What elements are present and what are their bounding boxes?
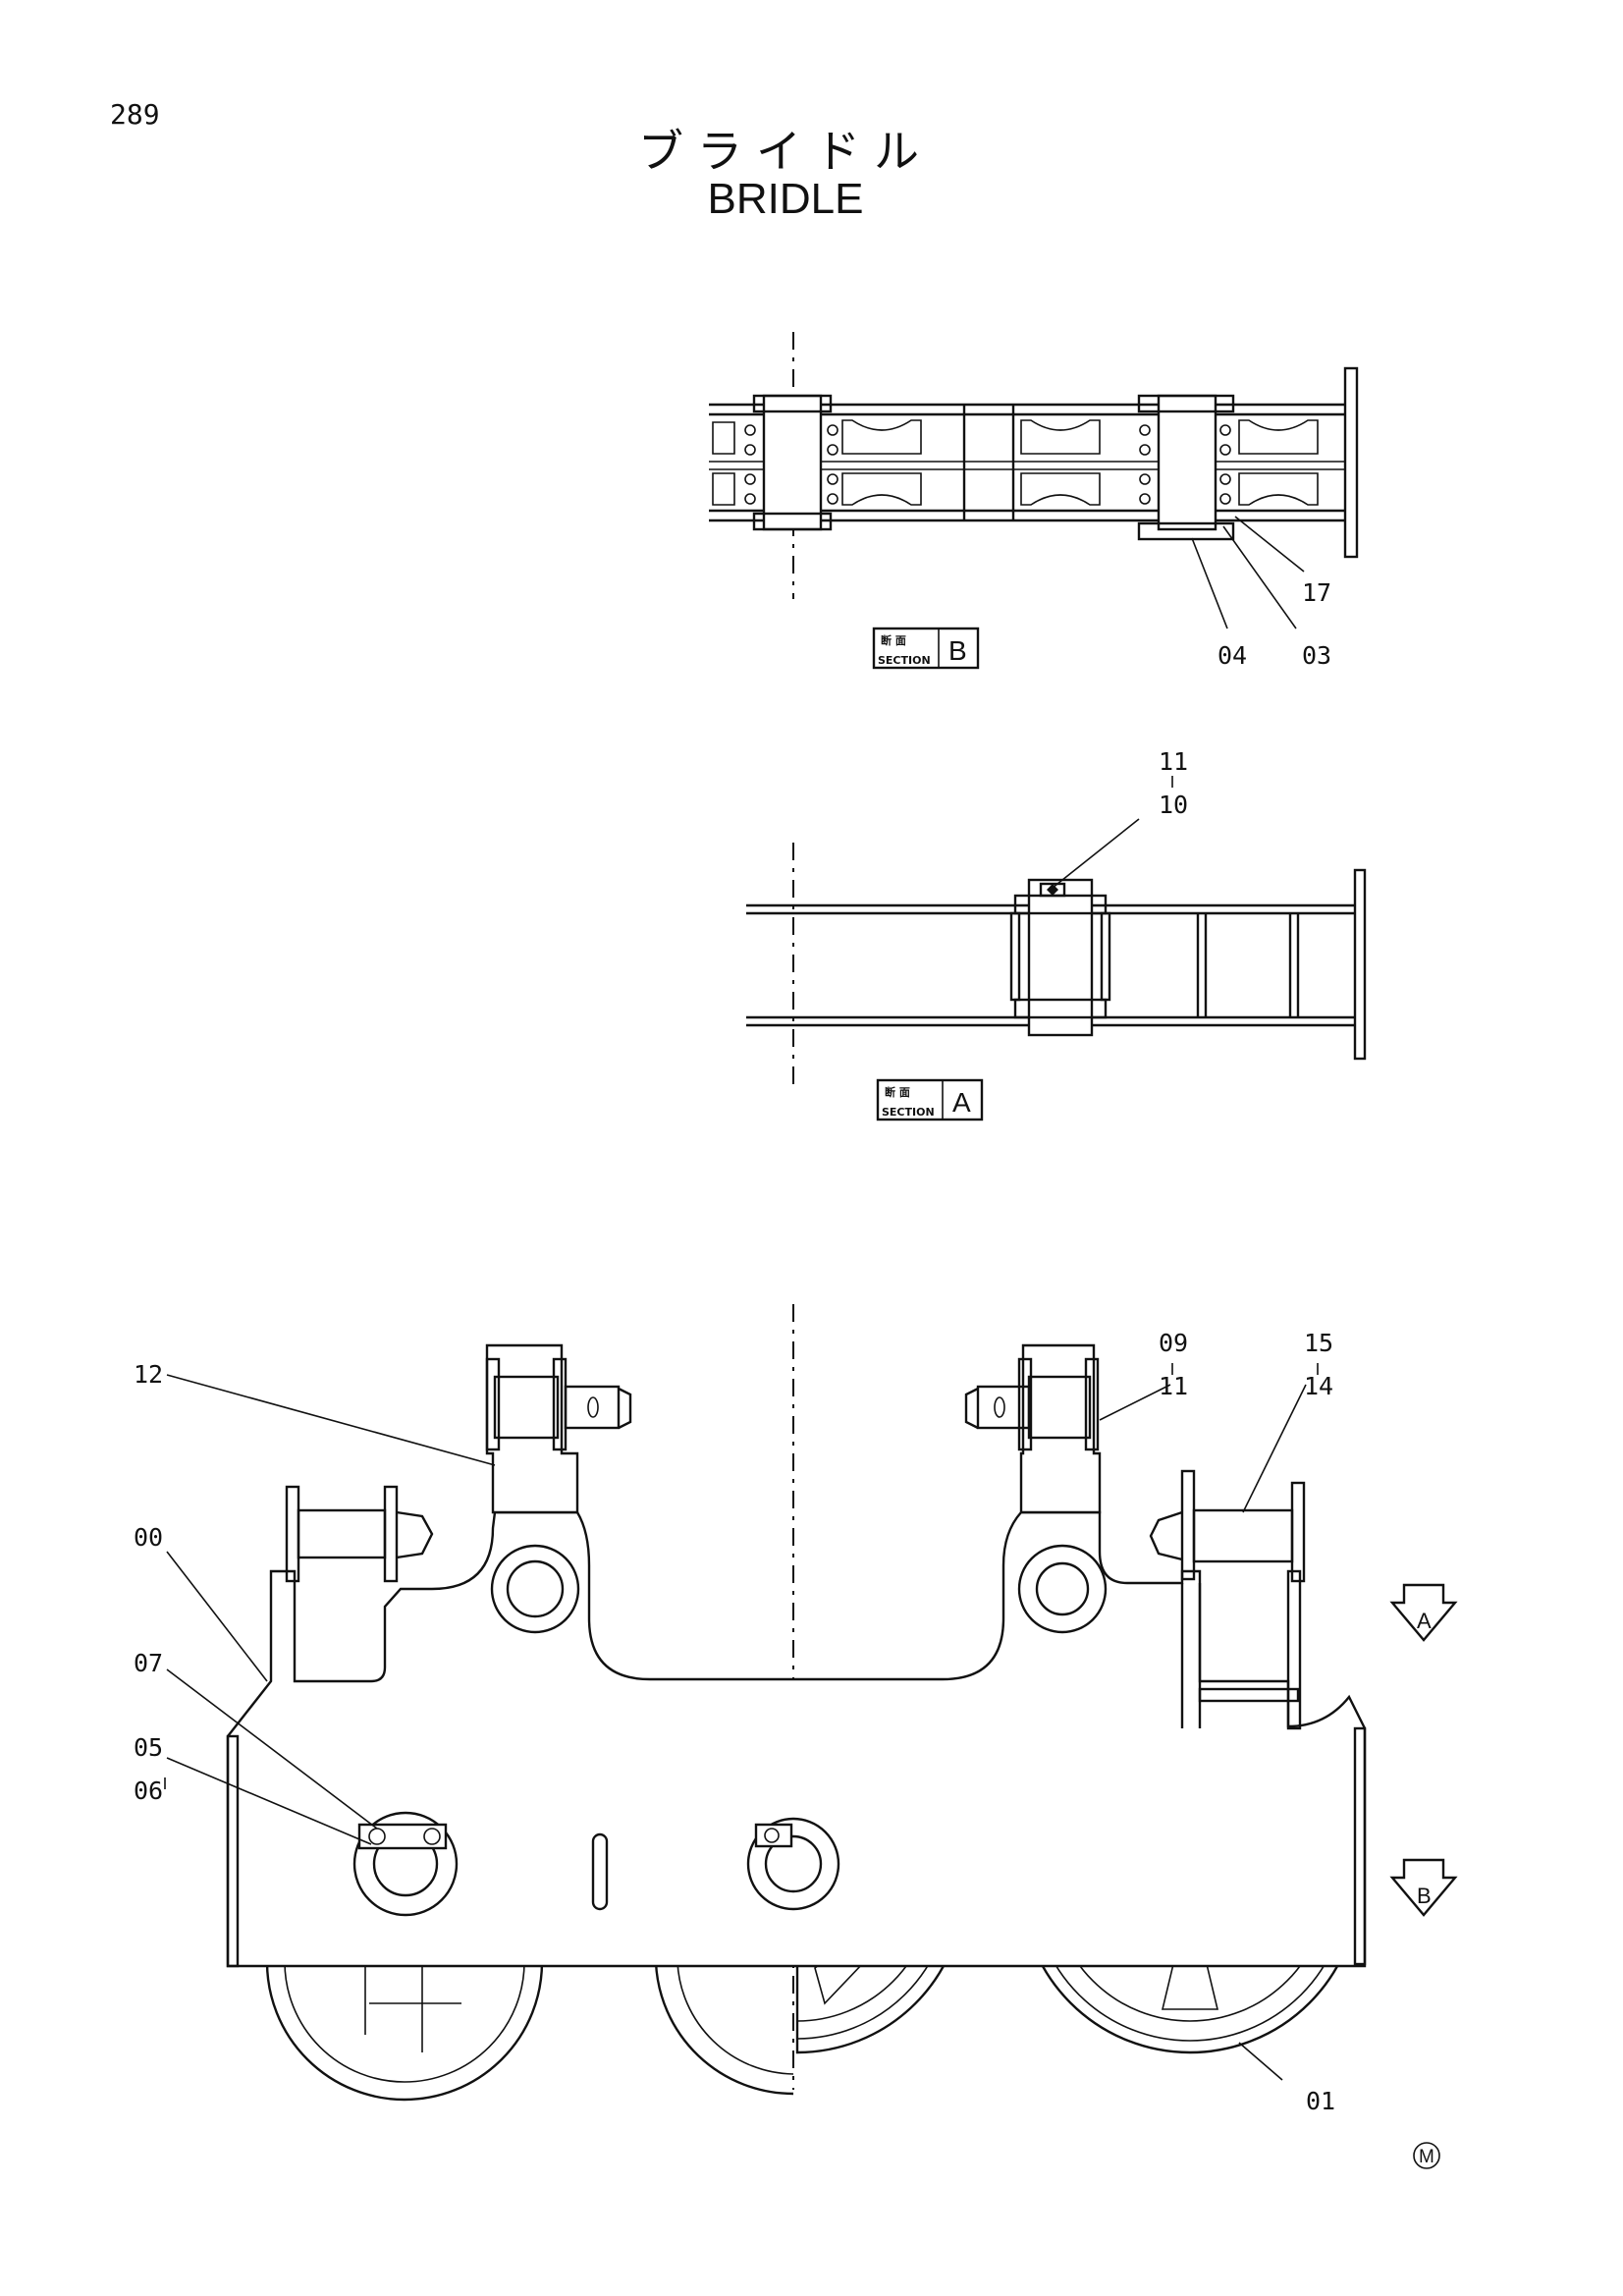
callout-11-mid: 11 [1159, 1372, 1188, 1400]
view-mark-a: A [1417, 1609, 1432, 1633]
callout-12: 12 [134, 1360, 163, 1389]
main-elevation: A B 12 00 07 05 06 09 11 15 14 01 [134, 1304, 1458, 2115]
section-b-letter: B [948, 635, 967, 666]
title-japanese: ブライドル [638, 125, 933, 178]
callout-17: 17 [1302, 578, 1331, 607]
callout-14: 14 [1304, 1372, 1333, 1400]
section-a-letter: A [952, 1087, 971, 1118]
view-mark-b: B [1417, 1884, 1432, 1908]
callout-11-top: 11 [1159, 747, 1188, 776]
m-badge-letter: M [1419, 2147, 1434, 2167]
callout-10: 10 [1159, 791, 1188, 819]
callout-09: 09 [1159, 1329, 1188, 1357]
section-a-en: SECTION [882, 1106, 935, 1119]
callout-04: 04 [1217, 641, 1247, 670]
callout-07: 07 [134, 1649, 163, 1677]
section-a-view: 11 10 断 面 SECTION A [746, 747, 1367, 1121]
section-b-view: 17 04 03 断 面 SECTION B [709, 332, 1359, 670]
callout-06: 06 [134, 1777, 163, 1805]
callout-00: 00 [134, 1523, 163, 1552]
m-badge: M [1413, 2142, 1440, 2169]
section-a-jp: 断 面 [885, 1085, 910, 1099]
callout-15: 15 [1304, 1329, 1333, 1357]
callout-01: 01 [1306, 2087, 1335, 2115]
page-number: 289 [110, 98, 160, 131]
section-b-en: SECTION [878, 654, 931, 667]
section-b-jp: 断 面 [881, 633, 906, 647]
callout-05: 05 [134, 1733, 163, 1762]
callout-03: 03 [1302, 641, 1331, 670]
title-english: BRIDLE [707, 175, 864, 223]
